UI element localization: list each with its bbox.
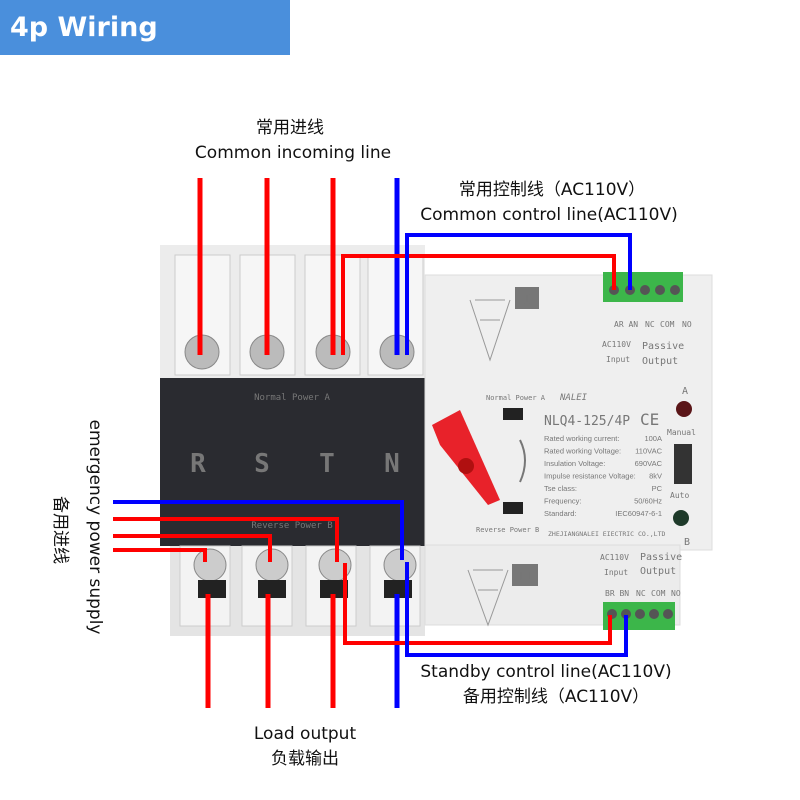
- spec-value: PC: [652, 484, 663, 493]
- spec-value: IEC60947-6-1: [615, 509, 662, 518]
- emergency-wire-t: [113, 517, 339, 562]
- spec-value: 110VAC: [635, 447, 662, 456]
- spec-label: Frequency:: [544, 497, 582, 506]
- top-passive: Passive: [642, 341, 684, 352]
- phase-s: S: [254, 449, 270, 479]
- common-control-label-en: Common control line(AC110V): [420, 205, 678, 225]
- spec-label: Tse class:: [544, 484, 577, 493]
- common-control-wire-live: [341, 254, 616, 355]
- model-number: NLQ4-125/4P: [544, 414, 630, 429]
- standby-control-label-cn: 备用控制线（AC110V）: [462, 687, 650, 707]
- spec-value: 100A: [644, 434, 662, 443]
- pylon-icon: [467, 569, 509, 627]
- normal-power-label: Normal Power A: [254, 393, 330, 403]
- panel-normal-power: Normal Power A: [486, 394, 546, 402]
- bottom-com: COM: [651, 589, 666, 598]
- phase-n: N: [384, 449, 400, 479]
- top-voltage: AC110V: [602, 340, 631, 349]
- section-2-label: II: [517, 569, 534, 585]
- incoming-label-cn: 常用进线: [256, 118, 324, 138]
- bottom-terminals: [170, 545, 425, 636]
- emergency-label-cn: 备用进线: [50, 496, 70, 564]
- spec-label: Impulse resistance Voltage:: [544, 472, 636, 481]
- emergency-wire-n: [113, 500, 404, 560]
- manual-label: Manual: [667, 428, 696, 437]
- indicator-window-b: [503, 502, 523, 514]
- indicator-a-light: [676, 401, 692, 417]
- bottom-no: NO: [671, 589, 681, 598]
- indicator-window-a: [503, 408, 523, 420]
- load-label-en: Load output: [253, 724, 357, 744]
- section-1-label: I: [523, 292, 531, 308]
- mode-switch[interactable]: [674, 444, 692, 484]
- common-control-label-cn: 常用控制线（AC110V）: [458, 180, 646, 200]
- wires: [113, 178, 632, 708]
- selector-handle[interactable]: [432, 410, 500, 505]
- bottom-input: Input: [604, 568, 628, 577]
- ce-mark: CE: [640, 410, 659, 429]
- phase-r: R: [190, 449, 206, 479]
- top-output: Output: [642, 356, 678, 367]
- spec-label: Standard:: [544, 509, 577, 518]
- top-input-pins: AR AN: [614, 320, 638, 329]
- bottom-passive: Passive: [640, 552, 682, 563]
- top-input: Input: [606, 355, 630, 364]
- control-panel: [424, 274, 713, 551]
- indicator-b-light: [673, 510, 689, 526]
- spec-list: Rated working current: 100A Rated working …: [544, 434, 663, 518]
- common-control-wire-neutral: [405, 233, 632, 355]
- incoming-label-en: Common incoming line: [194, 143, 392, 163]
- section-2-badge: [512, 564, 538, 586]
- bottom-nc: NC: [636, 589, 646, 598]
- emergency-wire-s: [113, 534, 272, 562]
- emergency-label-en: emergency power supply: [85, 419, 105, 635]
- phase-t: T: [319, 449, 335, 479]
- page-title: 4p Wiring diagram: [0, 0, 290, 98]
- top-nc: NC: [645, 320, 655, 329]
- standby-control-wire-neutral: [405, 562, 628, 657]
- auto-label: Auto: [670, 491, 689, 500]
- spec-label: Rated working Voltage:: [544, 447, 621, 456]
- spec-value: 8kV: [649, 472, 662, 481]
- bottom-output: Output: [640, 566, 676, 577]
- indicator-a-label: A: [682, 386, 688, 397]
- spec-label: Rated working current:: [544, 434, 619, 443]
- manufacturer: ZHEJIANGNALEI EIECTRIC CO.,LTD: [548, 530, 665, 538]
- indicator-b-label: B: [684, 537, 690, 548]
- bottom-voltage: AC110V: [600, 553, 629, 562]
- panel-reverse-power: Reverse Power B: [476, 526, 539, 534]
- standby-control-wire-live: [343, 563, 612, 645]
- bottom-input-pins: BR BN: [605, 589, 629, 598]
- spec-label: Insulation Voltage:: [544, 459, 605, 468]
- reverse-power-label: Reverse Power B: [251, 521, 332, 531]
- brand-logo: NALEI: [559, 393, 588, 403]
- standby-control-label-en: Standby control line(AC110V): [420, 662, 672, 682]
- top-com: COM: [660, 320, 675, 329]
- emergency-wire-r: [113, 548, 207, 562]
- load-label-cn: 负载输出: [271, 749, 339, 769]
- rotate-arrow-icon: [519, 439, 526, 483]
- spec-value: 690VAC: [635, 459, 663, 468]
- pylon-icon: [469, 299, 511, 362]
- section-1-badge: [515, 287, 539, 309]
- spec-value: 50/60Hz: [634, 497, 662, 506]
- top-no: NO: [682, 320, 692, 329]
